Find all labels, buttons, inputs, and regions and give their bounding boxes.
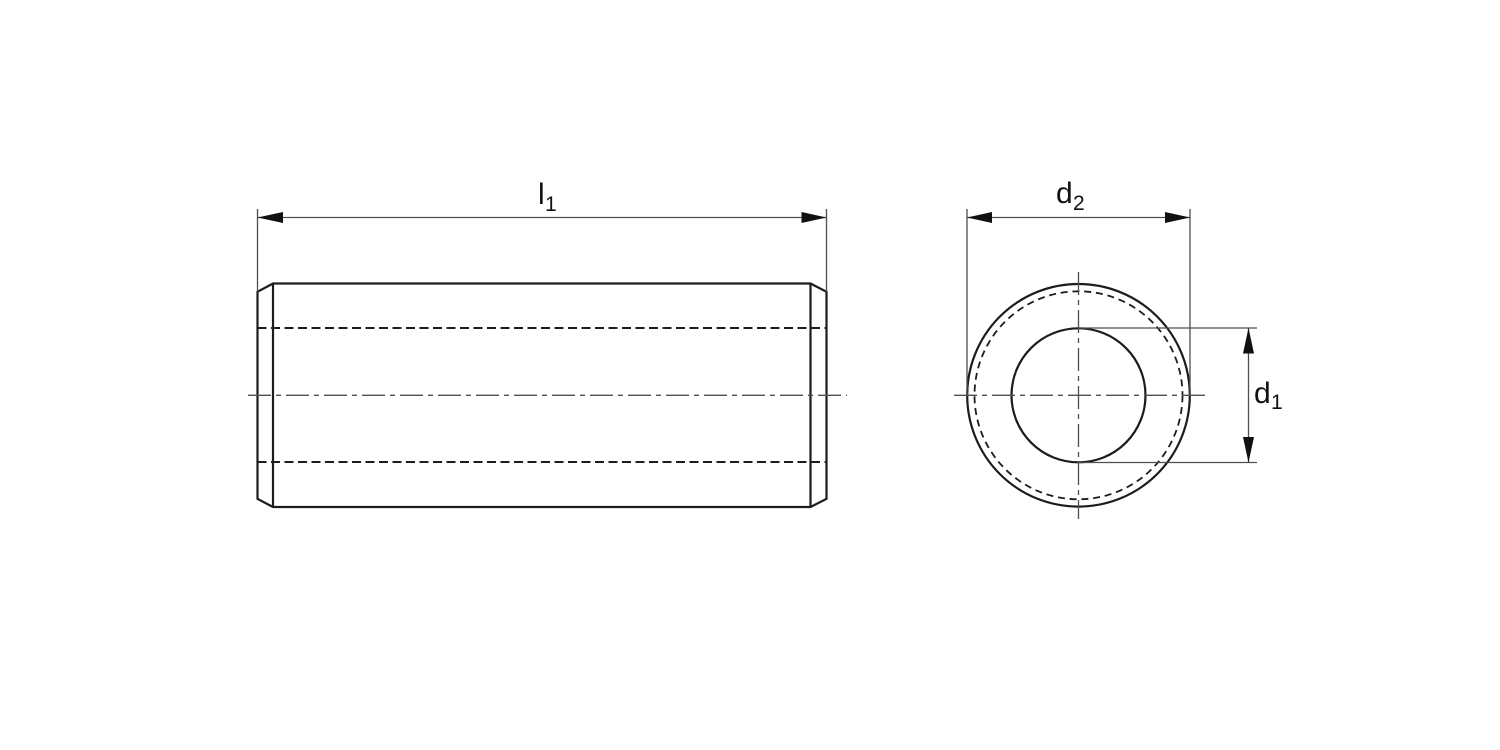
dimension-d1: d 1 — [1078, 327, 1283, 464]
l1-arrowhead-left — [257, 212, 283, 223]
side-view — [248, 282, 847, 509]
l1-label: l — [538, 178, 545, 211]
d1-label-subscript: 1 — [1271, 391, 1283, 414]
d1-arrowhead-bottom — [1243, 437, 1254, 463]
d2-label-subscript: 2 — [1073, 192, 1085, 215]
d1-arrowhead-top — [1243, 328, 1254, 354]
d2-label: d — [1056, 177, 1073, 210]
d1-label: d — [1254, 377, 1271, 410]
d2-arrowhead-right — [1165, 212, 1190, 223]
l1-arrowhead-right — [801, 212, 827, 223]
l1-label-subscript: 1 — [545, 193, 557, 216]
dimension-l1: l 1 — [256, 178, 828, 292]
d2-arrowhead-left — [967, 212, 992, 223]
end-view — [954, 272, 1205, 519]
dimension-d2: d 2 — [966, 177, 1191, 396]
